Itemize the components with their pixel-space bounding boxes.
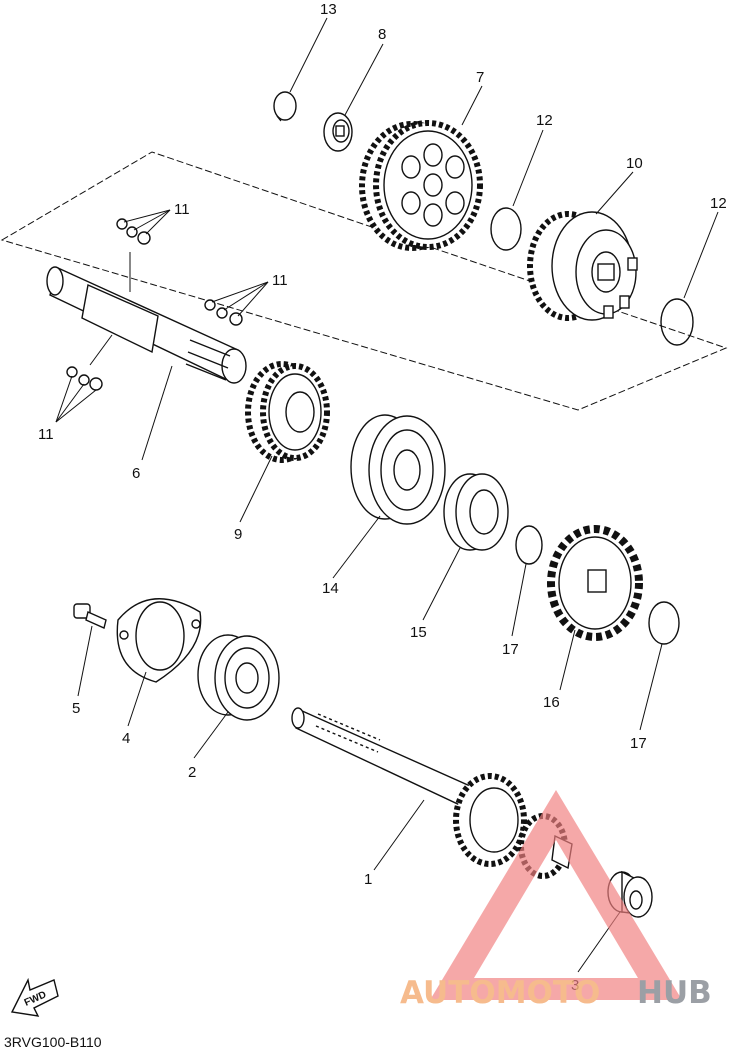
part-12-circlip-upper: [490, 207, 522, 251]
callout-12-upper: 12: [536, 112, 553, 129]
callout-6: 6: [132, 465, 140, 482]
part-8-washer: [323, 112, 353, 152]
callout-11-lower: 11: [38, 426, 54, 443]
part-5-bolt: [73, 603, 107, 629]
leader-lines: [55, 17, 719, 973]
callout-1: 1: [364, 871, 372, 888]
callout-8: 8: [378, 26, 386, 43]
callout-12-right: 12: [710, 195, 727, 212]
callout-4: 4: [122, 730, 130, 747]
part-4-plate: [116, 598, 202, 683]
watermark-triangle-icon: [430, 790, 682, 1000]
part-16-sprocket: [547, 525, 643, 641]
part-17-circlip-lower: [648, 601, 680, 645]
callout-5: 5: [72, 700, 80, 717]
fwd-arrow-icon: FWD: [10, 977, 59, 1017]
callout-14: 14: [322, 580, 339, 597]
callouts: 13 8 7 12 10 12 11 11 11 6 9 14 15 17 16…: [38, 1, 727, 994]
watermark-text-1: AUTOMOTO: [400, 975, 600, 1011]
part-12-circlip-right: [660, 298, 694, 346]
callout-7: 7: [476, 69, 484, 86]
part-2-bearing: [197, 634, 280, 721]
callout-16: 16: [543, 694, 560, 711]
watermark-logo: AUTOMOTO HUB: [400, 790, 712, 1011]
callout-11-upper: 11: [174, 201, 190, 218]
part-7-gear: [359, 120, 483, 251]
part-13-circlip: [273, 91, 297, 122]
callout-11-middle: 11: [272, 272, 288, 289]
callout-13: 13: [320, 1, 337, 18]
part-6-shaft: [46, 266, 247, 384]
part-15-oil-seal: [443, 473, 509, 551]
callout-17-upper: 17: [502, 641, 519, 658]
callout-2: 2: [188, 764, 196, 781]
part-10-sliding-gear: [527, 211, 638, 321]
diagram-code: 3RVG100-B110: [4, 1034, 102, 1050]
watermark-text-2: HUB: [637, 975, 712, 1011]
callout-15: 15: [410, 624, 427, 641]
callout-9: 9: [234, 526, 242, 543]
part-14-bearing: [350, 414, 446, 525]
part-17-circlip-upper: [515, 525, 543, 565]
callout-10: 10: [626, 155, 643, 172]
callout-17-lower: 17: [630, 735, 647, 752]
part-9-gear: [245, 361, 330, 463]
subassembly-frame: [0, 151, 728, 411]
